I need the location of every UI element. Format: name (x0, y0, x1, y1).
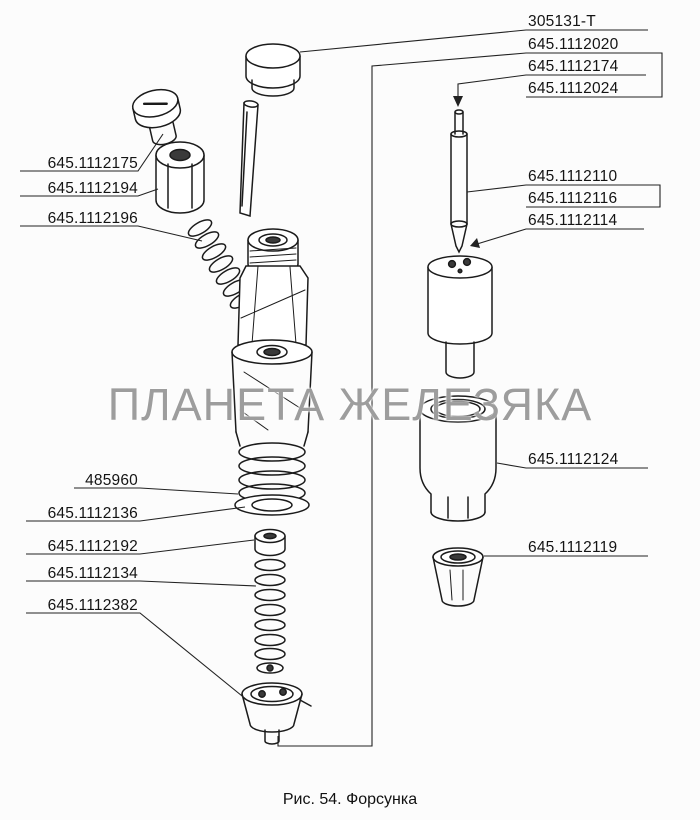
part-label-645-1112110: 645.1112110 (528, 168, 618, 185)
part-label-645-1112175: 645.1112175 (47, 155, 138, 172)
part-nozzle-body (427, 255, 493, 379)
part-small-washer (256, 662, 284, 674)
part-label-305131t: 305131-Т (528, 13, 596, 30)
leader-lines (20, 29, 663, 747)
part-union-nut (155, 141, 205, 214)
part-nozzle-tip (432, 547, 484, 607)
part-retainer (241, 682, 312, 745)
parts-drawings (131, 43, 497, 745)
part-label-645-1112196: 645.1112196 (47, 210, 138, 227)
part-cap-nut (131, 88, 182, 146)
part-label-645-1112174: 645.1112174 (528, 58, 619, 75)
part-spring-upper (187, 219, 255, 309)
part-label-645-1112114: 645.1112114 (528, 212, 618, 229)
part-label-645-1112020: 645.1112020 (528, 36, 619, 53)
part-label-645-1112194: 645.1112194 (47, 180, 138, 197)
part-label-485960: 485960 (85, 472, 138, 489)
part-label-645-1112024: 645.1112024 (528, 80, 619, 97)
part-label-645-1112192: 645.1112192 (47, 538, 138, 555)
part-label-645-1112124: 645.1112124 (528, 451, 619, 468)
part-spray-needle (450, 109, 468, 254)
arrow-left-icon (470, 238, 480, 248)
part-label-645-1112116: 645.1112116 (528, 190, 618, 207)
part-label-645-1112382: 645.1112382 (47, 597, 138, 614)
part-spring-lower (254, 558, 286, 661)
arrow-down-icon (453, 96, 463, 107)
part-label-645-1112134: 645.1112134 (47, 565, 138, 582)
part-protective-cap (245, 43, 301, 97)
part-injector-body (231, 228, 313, 516)
part-push-rod (239, 100, 259, 217)
part-adjusting-nut (254, 528, 286, 557)
part-label-645-1112119: 645.1112119 (528, 539, 618, 556)
part-nozzle-nut (419, 395, 497, 522)
figure-caption: Рис. 54. Форсунка (282, 791, 418, 808)
part-label-645-1112136: 645.1112136 (47, 505, 138, 522)
